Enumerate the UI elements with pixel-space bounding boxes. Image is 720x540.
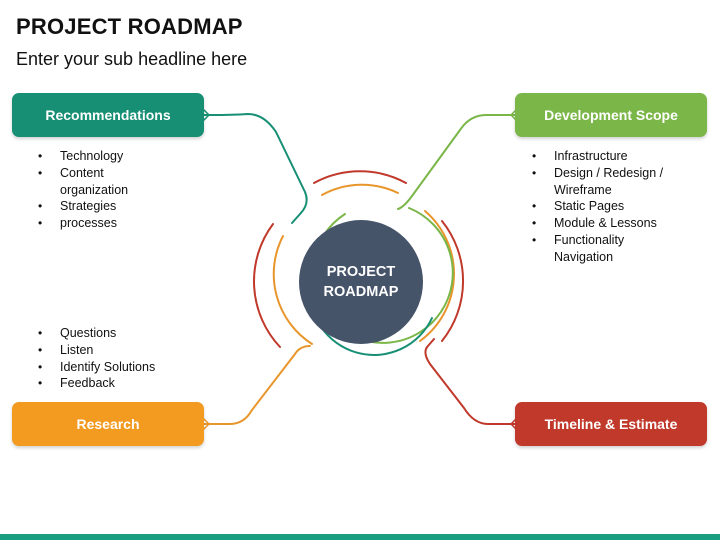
list-item: Infrastructure — [530, 148, 680, 165]
arrow-tip-recommendations — [203, 109, 211, 121]
second-ring-arc-right — [419, 210, 455, 342]
list-item: Design / Redesign / Wireframe — [530, 165, 680, 199]
arrow-tip-development — [509, 109, 517, 121]
list-item: Listen — [36, 342, 186, 359]
center-label-line2: ROADMAP — [323, 284, 399, 300]
timeline-estimate-box: Timeline & Estimate — [515, 402, 707, 446]
research-label: Research — [76, 416, 140, 432]
center-hub: PROJECT ROADMAP — [299, 220, 423, 344]
list-item: Questions — [36, 325, 186, 342]
list-item: Content organization — [36, 165, 166, 199]
list-item: Identify Solutions — [36, 359, 186, 376]
development-scope-list: Infrastructure Design / Redesign / Wiref… — [530, 148, 680, 266]
page-title: PROJECT ROADMAP — [16, 14, 243, 39]
connector-timeline — [424, 338, 517, 425]
list-item: Technology — [36, 148, 166, 165]
development-scope-label: Development Scope — [544, 107, 678, 123]
outer-ring-arc-right — [441, 220, 465, 342]
list-item: Static Pages — [530, 198, 680, 215]
list-item: Feedback — [36, 375, 186, 392]
arrow-tip-timeline — [509, 418, 517, 430]
page-subtitle: Enter your sub headline here — [16, 49, 248, 69]
list-item: Module & Lessons — [530, 215, 680, 232]
development-scope-box: Development Scope — [515, 93, 707, 137]
second-ring-arc-left — [272, 235, 313, 345]
recommendations-box: Recommendations — [12, 93, 204, 137]
timeline-estimate-label: Timeline & Estimate — [544, 416, 678, 432]
arrow-tip-research — [203, 418, 211, 430]
outer-ring-arc-left — [253, 223, 281, 348]
outer-ring-arc-top — [313, 170, 407, 184]
center-label-line1: PROJECT — [326, 264, 396, 280]
recommendations-label: Recommendations — [45, 107, 171, 123]
second-ring-arc-top — [321, 183, 399, 196]
research-list: Questions Listen Identify Solutions Feed… — [36, 325, 186, 392]
connector-development — [397, 114, 517, 210]
recommendations-list: Technology Content organization Strategi… — [36, 148, 166, 232]
list-item: processes — [36, 215, 166, 232]
research-box: Research — [12, 402, 204, 446]
list-item: Strategies — [36, 198, 166, 215]
footer-bar — [0, 534, 720, 540]
list-item: Functionality Navigation — [530, 232, 680, 266]
connector-research — [203, 345, 311, 425]
connector-recommendations — [203, 112, 308, 224]
